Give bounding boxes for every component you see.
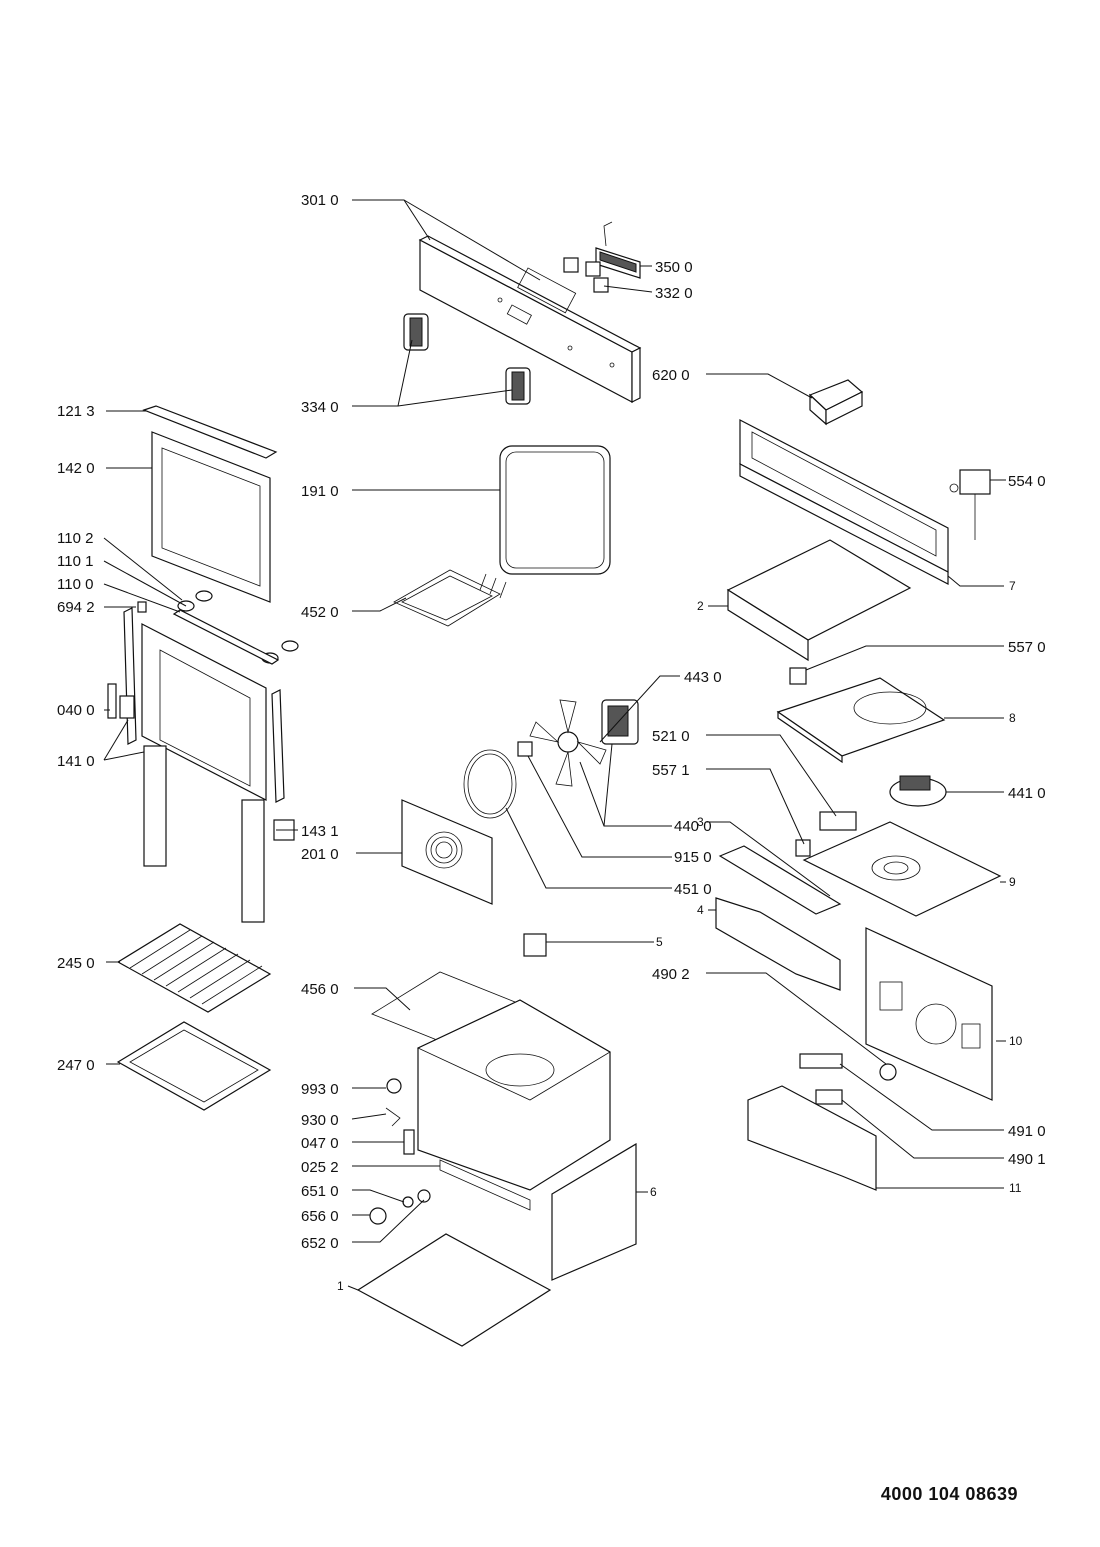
part-door-gasket	[499, 445, 611, 575]
part-switch-557-1	[795, 839, 811, 857]
part-glass-strip-right	[241, 799, 265, 923]
callout-121-3: 121 3	[57, 403, 95, 420]
part-door-hinge	[119, 695, 135, 719]
part-terminal-block	[808, 379, 864, 426]
part-side-panel	[551, 1142, 637, 1281]
callout-441-0: 441 0	[1008, 785, 1046, 802]
callout-491-0: 491 0	[1008, 1123, 1046, 1140]
callout-521-0: 521 0	[652, 728, 690, 745]
callout-1: 1	[337, 1279, 344, 1293]
part-switch-557-0	[789, 667, 807, 685]
callout-7: 7	[1009, 579, 1016, 593]
part-knob-covers	[403, 313, 531, 405]
part-fan-nut	[517, 741, 533, 757]
callout-332-0: 332 0	[655, 285, 693, 302]
part-rear-fan-cover	[401, 799, 493, 905]
callout-9: 9	[1009, 875, 1016, 889]
callout-110-1: 110 1	[57, 553, 93, 570]
callout-452-0: 452 0	[301, 604, 339, 621]
part-wire-shelf	[116, 923, 272, 1013]
callout-047-0: 047 0	[301, 1135, 339, 1152]
part-490-1	[815, 1089, 843, 1105]
callout-490-1: 490 1	[1008, 1151, 1046, 1168]
callout-3: 3	[697, 815, 704, 829]
part-rear-housing	[865, 927, 993, 1101]
callout-440-0: 440 0	[674, 818, 712, 835]
part-drawings	[107, 221, 1002, 1347]
callout-694-2: 694 2	[57, 599, 95, 616]
callout-8: 8	[1009, 711, 1016, 725]
callout-10: 10	[1009, 1034, 1023, 1048]
callout-labels: 301 0 350 0 332 0 620 0 334 0 121 3 142 …	[57, 192, 1046, 1293]
callout-040-0: 040 0	[57, 702, 95, 719]
callout-451-0: 451 0	[674, 881, 712, 898]
part-inner-door	[141, 623, 267, 801]
part-glass-strip-left	[143, 745, 167, 867]
callout-6: 6	[650, 1185, 657, 1199]
part-circular-heating-element	[463, 749, 517, 819]
callout-141-0: 141 0	[57, 753, 95, 770]
callout-110-0: 110 0	[57, 576, 93, 593]
part-top-frame	[739, 419, 949, 585]
callout-350-0: 350 0	[655, 259, 693, 276]
part-air-channel	[718, 845, 842, 915]
part-back-top-plate	[802, 821, 1002, 917]
part-thermostat	[949, 469, 991, 540]
callout-301-0: 301 0	[301, 192, 339, 209]
part-bracket-5	[523, 933, 547, 957]
callout-620-0: 620 0	[652, 367, 690, 384]
part-door-top-profile	[142, 405, 278, 459]
part-electronic-module	[595, 221, 641, 279]
callout-4: 4	[697, 903, 704, 917]
part-small-fittings	[369, 1078, 431, 1225]
callout-490-2: 490 2	[652, 966, 690, 983]
callout-930-0: 930 0	[301, 1112, 339, 1129]
part-side-bracket	[715, 897, 841, 991]
callout-201-0: 201 0	[301, 846, 339, 863]
callout-5: 5	[656, 935, 663, 949]
part-491-0	[799, 1053, 843, 1069]
part-knobs-332	[563, 257, 609, 293]
part-door-clip	[137, 601, 147, 613]
callout-11: 11	[1009, 1181, 1022, 1195]
part-baking-tray	[116, 1021, 272, 1111]
callout-025-2: 025 2	[301, 1159, 339, 1176]
callout-456-0: 456 0	[301, 981, 339, 998]
part-outer-door-glass	[151, 431, 271, 603]
callout-993-0: 993 0	[301, 1081, 339, 1098]
callout-2: 2	[697, 599, 704, 613]
callout-245-0: 245 0	[57, 955, 95, 972]
callout-191-0: 191 0	[301, 483, 339, 500]
part-fan-housing	[776, 677, 946, 764]
part-control-base-panel	[747, 1085, 877, 1191]
callout-652-0: 652 0	[301, 1235, 339, 1252]
callout-915-0: 915 0	[674, 849, 712, 866]
callout-443-0: 443 0	[684, 669, 722, 686]
part-top-plate	[726, 539, 912, 662]
part-bottom-panel	[356, 1233, 552, 1347]
part-fan-motor	[601, 699, 639, 745]
leader-lines	[103, 199, 1006, 1291]
callout-557-1: 557 1	[652, 762, 690, 779]
callout-554-0: 554 0	[1008, 473, 1046, 490]
callout-557-0: 557 0	[1008, 639, 1046, 656]
callout-247-0: 247 0	[57, 1057, 95, 1074]
part-fan-blade	[529, 699, 607, 787]
part-control-panel	[418, 235, 642, 403]
callout-651-0: 651 0	[301, 1183, 339, 1200]
callout-110-2: 110 2	[57, 530, 93, 547]
part-521-0	[819, 811, 857, 831]
part-oven-cavity	[417, 999, 611, 1211]
callout-143-1: 143 1	[301, 823, 339, 840]
part-top-heating-element	[393, 569, 507, 627]
part-knob-490-2	[879, 1063, 897, 1081]
part-cooling-fan	[889, 775, 947, 807]
document-number: 4000 104 08639	[880, 1484, 1018, 1504]
callout-334-0: 334 0	[301, 399, 339, 416]
callout-142-0: 142 0	[57, 460, 95, 477]
callout-656-0: 656 0	[301, 1208, 339, 1225]
